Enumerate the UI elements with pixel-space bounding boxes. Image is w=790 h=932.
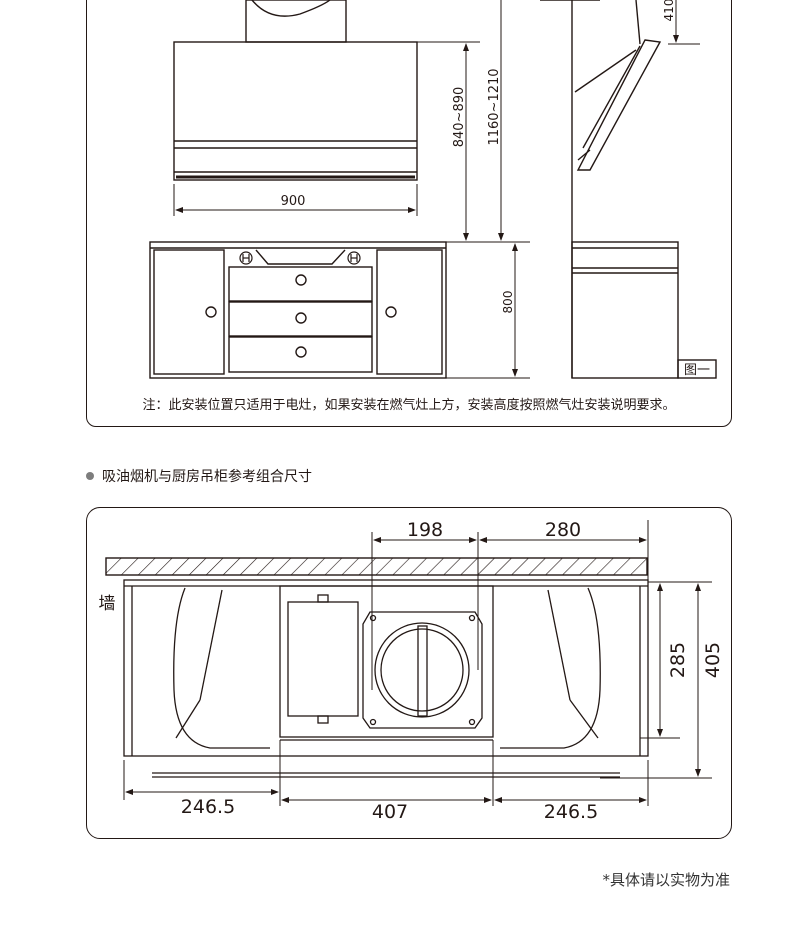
hood-chimney [245,0,347,43]
dim-1160-1210-label: 1160~1210 [487,68,502,145]
drawer-3 [228,336,373,373]
figure1-note: 注：此安装位置只适用于电灶，如果安装在燃气灶上方，安装高度按照燃气灶安装说明要求… [142,397,675,413]
cooktop-edge [255,249,346,265]
drawer-knob-3-icon [295,346,307,358]
section-heading: 吸油烟机与厨房吊柜参考组合尺寸 [86,467,312,487]
figure1-label: 图一 [684,363,710,378]
right-door-knob-icon [385,306,397,318]
hood-chimney-curve [251,0,331,17]
drawer-2 [228,301,373,337]
cabinet-body [149,241,447,379]
cabinet-left-door [153,249,225,375]
vertical-dimensions-fig2 [123,520,712,806]
ceiling-cabinet-hatched [105,557,648,576]
duct-outlet [362,611,483,729]
hood-glass-panel [576,39,662,171]
dim-280-label: 280 [545,519,581,541]
motor-housing [279,585,494,738]
cabinet-right-door [376,249,443,375]
dim-right-label: 246.5 [544,801,598,823]
burner-left-icon [239,251,253,265]
footnote: *具体请以实物为准 [602,871,730,889]
dimension-410 [668,0,700,45]
base-cabinet [149,241,447,379]
left-door-knob-icon [205,306,217,318]
dim-900-label: 900 [281,194,306,209]
dim-800-label: 800 [501,291,515,314]
side-cabinet [571,241,679,379]
dimension-900 [173,184,418,216]
dim-center-label: 407 [372,801,408,823]
hood-front-elevation [173,0,418,181]
drawer-1 [228,266,373,302]
figure2-panel [86,507,732,839]
dim-410-label: 410 [662,0,676,21]
section-heading-text: 吸油烟机与厨房吊柜参考组合尺寸 [102,469,312,485]
dim-198-label: 198 [407,519,443,541]
burner-icons [239,251,361,265]
dim-405-label: 405 [702,642,724,678]
drawer-knob-1-icon [295,274,307,286]
dim-left-label: 246.5 [181,796,235,818]
burner-right-icon [347,251,361,265]
control-box [287,601,359,717]
hood-plan-outline [123,579,649,778]
hood-side-elevation [540,0,717,379]
bullet-dot-icon [86,472,94,480]
drawer-knob-2-icon [295,312,307,324]
figure1-panel [86,0,732,427]
dim-840-890-label: 840~890 [452,87,467,148]
hood-body [173,41,418,181]
wall-label: 墙 [99,594,116,614]
vertical-dimensions-fig1 [372,0,530,379]
dim-285-label: 285 [667,642,689,678]
